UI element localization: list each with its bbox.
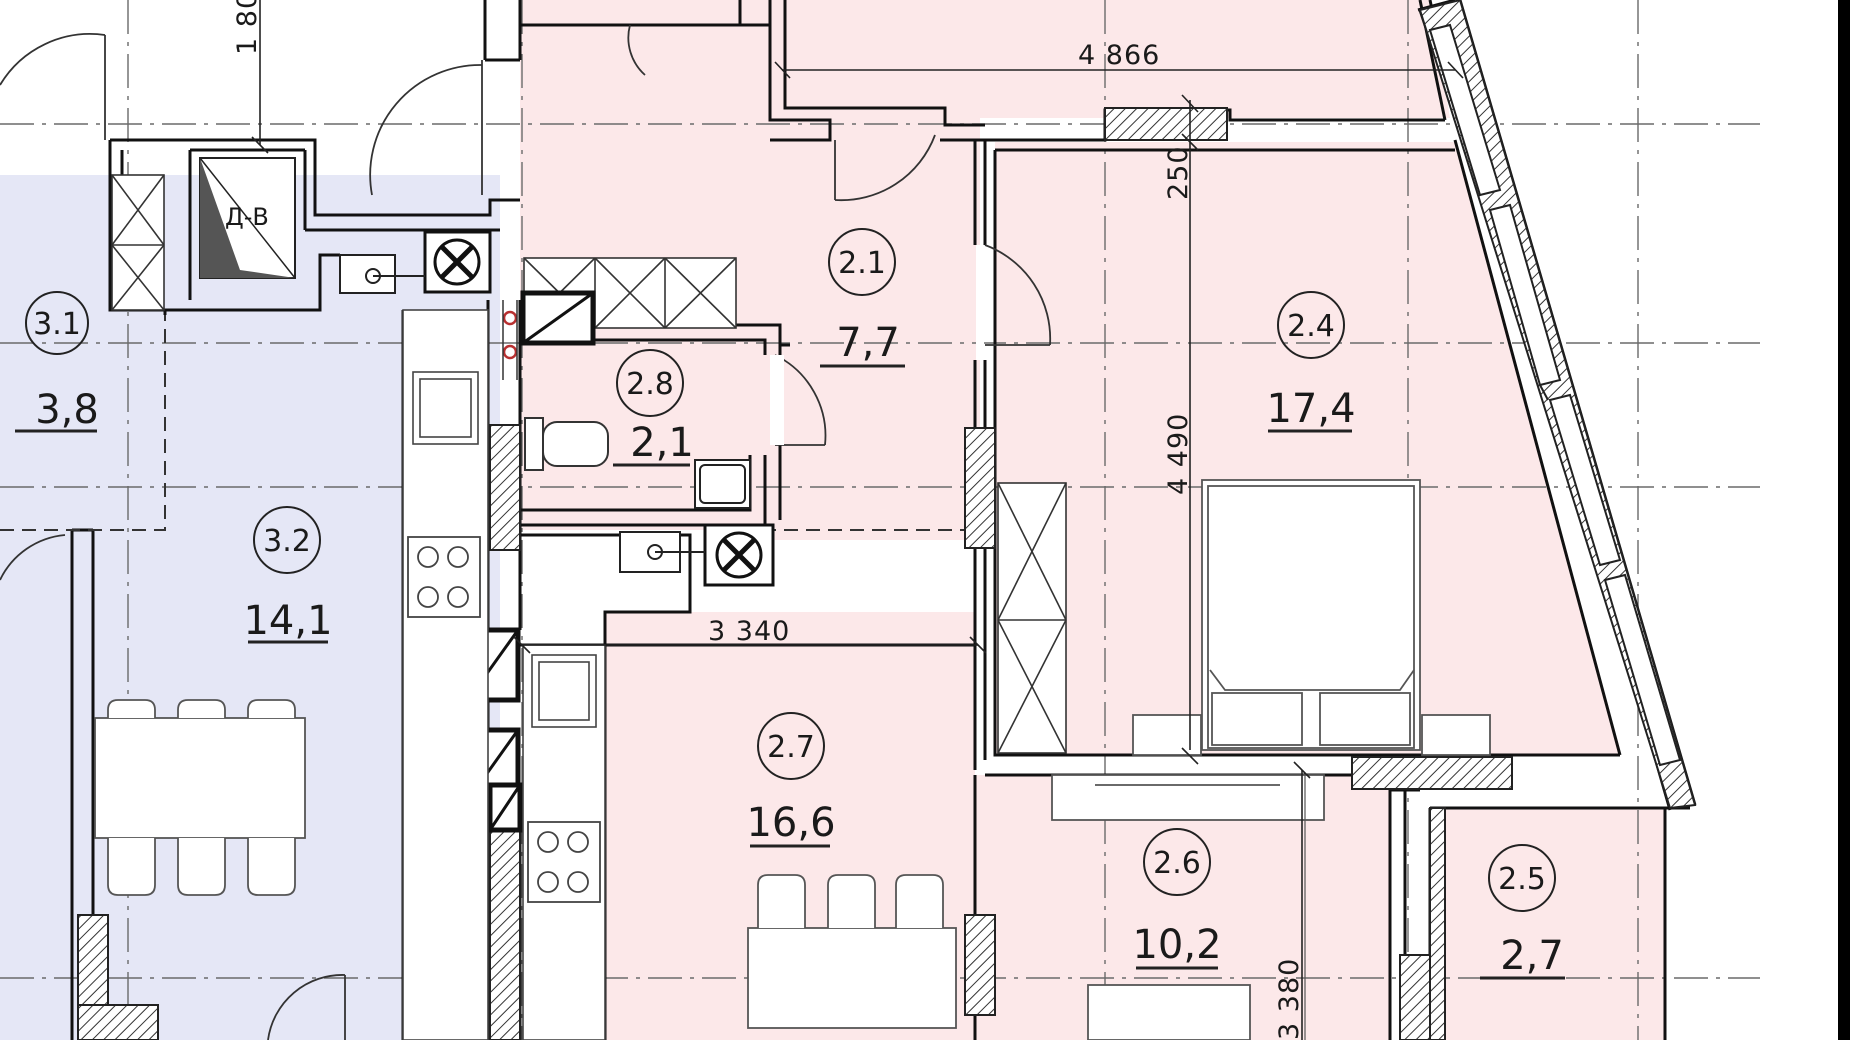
room-tag-3-1: 3.1 3,8 [15, 291, 99, 433]
dining-table-icon-kitchen [747, 874, 957, 1029]
stove-icon-kitchen [527, 821, 601, 903]
dim-wall-250: 250 [1163, 145, 1194, 200]
double-bed-icon [1132, 479, 1491, 756]
facade-windows [1428, 23, 1682, 767]
room-id: 2.8 [626, 367, 674, 402]
room-tag-2-1: 2.1 7,7 [820, 228, 905, 368]
toilet-icon [524, 417, 609, 471]
room-area: 16,6 [746, 800, 835, 846]
pink-zone-fill-bedroom [995, 142, 1620, 755]
duct-dv: Д-В [199, 157, 296, 279]
riser-icon [502, 310, 518, 360]
dim-kitchen-width: 3 340 [708, 616, 790, 647]
room-tag-2-4: 2.4 17,4 [1266, 291, 1356, 433]
room-2-6-furniture [1051, 774, 1325, 1040]
room-id: 3.1 [33, 307, 81, 342]
room-area: 17,4 [1266, 386, 1355, 432]
dining-table-icon [94, 699, 306, 896]
riser-pipes [502, 300, 518, 380]
room-tag-3-2: 3.2 14,1 [243, 506, 333, 644]
dim-left-top: 1 80 [232, 0, 263, 55]
room-area: 2,7 [1500, 933, 1564, 979]
room-tag-2-7: 2.7 16,6 [746, 712, 836, 848]
room-id: 2.5 [1498, 862, 1546, 897]
dim-bedroom-depth: 4 490 [1163, 413, 1194, 495]
room-area: 2,1 [630, 420, 694, 466]
stove-icon [407, 536, 481, 618]
room-id: 3.2 [263, 524, 311, 559]
room-id: 2.1 [838, 246, 886, 281]
pink-zone-fill-room-2-5 [1445, 808, 1665, 1040]
ventilation-fan-icon [423, 230, 775, 587]
doors [0, 24, 1052, 1040]
pink-zone-fill-room-2-6 [975, 775, 1390, 1040]
zone-boundaries [0, 315, 975, 531]
duct-label: Д-В [225, 203, 269, 231]
room-tag-2-6: 2.6 10,2 [1132, 828, 1222, 970]
door-openings [770, 245, 984, 445]
room-tag-2-8: 2.8 2,1 [613, 349, 694, 467]
room-area: 7,7 [836, 320, 900, 366]
room-id: 2.7 [767, 730, 815, 765]
room-tag-2-5: 2.5 2,7 [1480, 844, 1565, 980]
kitchen-counter-left [402, 309, 489, 1040]
sink-icon [339, 254, 751, 573]
room-area: 3,8 [35, 387, 99, 433]
room-id: 2.4 [1287, 309, 1335, 344]
wardrobe-icon [111, 174, 1067, 754]
room-area: 14,1 [243, 598, 332, 644]
right-edge-bar [1838, 0, 1850, 1040]
room-area: 10,2 [1132, 922, 1221, 968]
dimension-lines [251, 0, 1464, 1040]
dim-bottom-right: 3 380 [1274, 958, 1305, 1040]
pink-zone-fill-hall [520, 20, 980, 540]
dim-top-width: 4 866 [1078, 40, 1160, 71]
room-id: 2.6 [1153, 846, 1201, 881]
